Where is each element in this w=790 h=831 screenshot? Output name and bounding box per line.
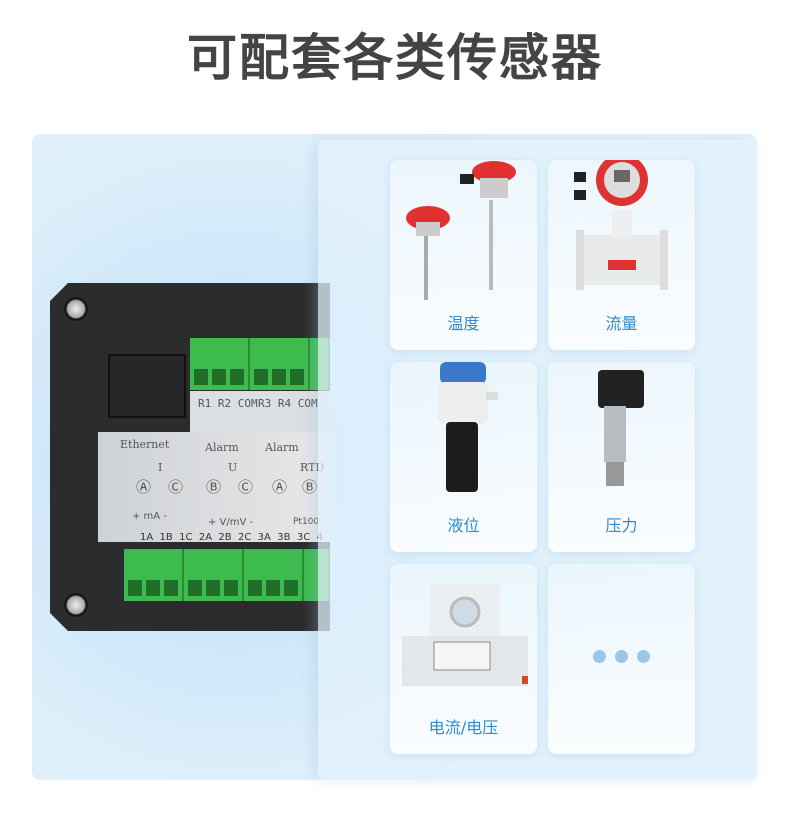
page-title: 可配套各类传感器 bbox=[187, 29, 603, 87]
unit-label: + mA - bbox=[132, 511, 167, 522]
flow-meter-icon bbox=[574, 160, 668, 290]
current-voltage-transducer-icon bbox=[402, 584, 528, 686]
channel-label: I bbox=[158, 461, 163, 474]
sensor-card-level: 液位 bbox=[390, 362, 537, 552]
ethernet-label: Ethernet bbox=[120, 438, 170, 451]
level-sensor-icon bbox=[438, 362, 498, 492]
relay-label: R3 R4 COM bbox=[258, 397, 318, 410]
label-plate bbox=[98, 432, 330, 542]
sensor-card-temperature: 温度 bbox=[390, 160, 537, 350]
temperature-sensor-icon bbox=[406, 161, 516, 300]
sensor-label: 流量 bbox=[605, 314, 638, 333]
terminal-block bbox=[190, 338, 250, 390]
terminal-symbol: Ⓐ bbox=[272, 478, 288, 496]
terminal-symbol: Ⓒ bbox=[168, 478, 184, 496]
sensor-card-more[interactable] bbox=[548, 564, 695, 754]
channel-label: U bbox=[228, 461, 238, 474]
more-dots-icon[interactable] bbox=[593, 650, 650, 663]
sensor-label: 压力 bbox=[605, 516, 638, 535]
screw-icon bbox=[64, 297, 88, 321]
terminal-block bbox=[184, 549, 244, 601]
sensor-label: 温度 bbox=[447, 314, 480, 333]
terminal-symbol: Ⓑ bbox=[302, 478, 318, 496]
terminal-symbol: Ⓑ bbox=[206, 478, 222, 496]
sensor-label: 液位 bbox=[447, 516, 480, 535]
sensor-card-flow: 流量 bbox=[548, 160, 695, 350]
pressure-sensor-icon bbox=[598, 370, 644, 486]
terminal-numbers: 1A 1B 1C 2A 2B 2C 3A 3B 3C 4 bbox=[140, 532, 323, 543]
terminal-block bbox=[244, 549, 304, 601]
screw-icon bbox=[64, 593, 88, 617]
sensor-card-current-voltage: 电流/电压 bbox=[390, 564, 537, 754]
sensor-label: 电流/电压 bbox=[428, 718, 499, 737]
sensor-card-pressure: 压力 bbox=[548, 362, 695, 552]
alarm-label: Alarm bbox=[265, 441, 299, 454]
relay-label-plate bbox=[190, 391, 330, 433]
relay-label: R1 R2 COM bbox=[198, 397, 258, 410]
terminal-block bbox=[124, 549, 184, 601]
unit-label: Pt100 bbox=[293, 517, 320, 527]
terminal-symbol: Ⓐ bbox=[136, 478, 152, 496]
unit-label: + V/mV - bbox=[208, 517, 254, 528]
ethernet-port bbox=[108, 354, 186, 418]
terminal-symbol: Ⓒ bbox=[238, 478, 254, 496]
terminal-block bbox=[250, 338, 310, 390]
alarm-label: Alarm bbox=[205, 441, 239, 454]
device-panel: R1 R2 COM R3 R4 COM Alarm Alarm Ethernet… bbox=[50, 283, 330, 631]
